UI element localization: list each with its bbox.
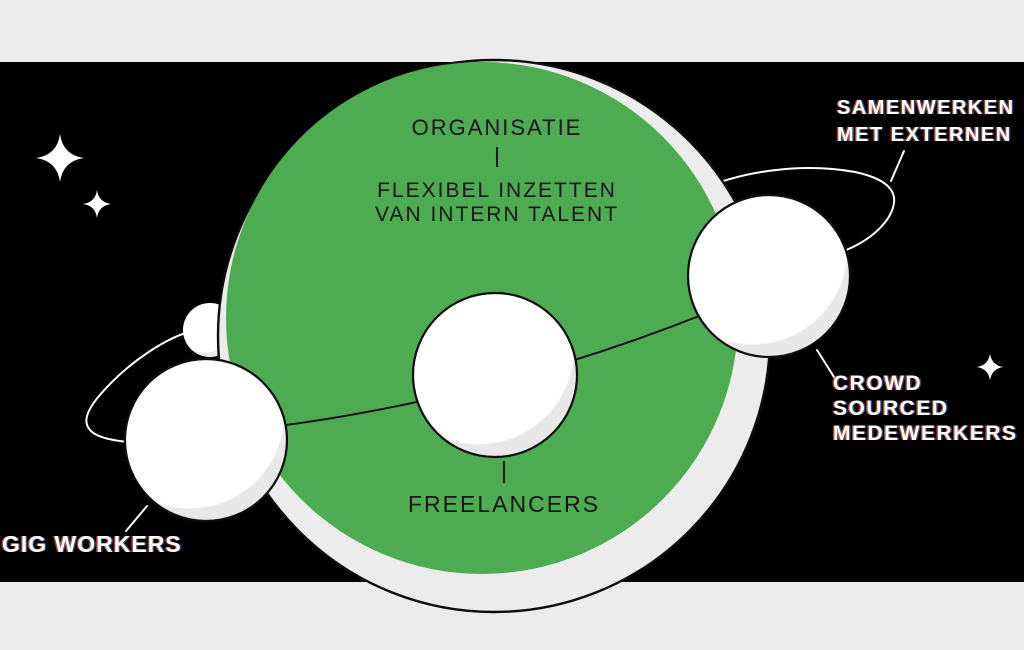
crowd-leader-line: [816, 349, 835, 378]
top-band: [0, 0, 1024, 62]
sparkle-icon: [976, 353, 1004, 381]
left-moon: [123, 357, 289, 523]
samenwerken-label-line2: MET EXTERNEN: [837, 124, 1012, 146]
left-orbit-ring: [85, 329, 197, 443]
right-orbit-ring: [697, 167, 896, 254]
freelancers-divider-tick: [502, 461, 505, 483]
samenwerken-label: SAMENWERKEN MET EXTERNEN: [837, 95, 1015, 149]
gig-workers-label: GIG WORKERS: [2, 531, 182, 557]
crowd-label-line3: MEDEWERKERS: [833, 422, 1018, 445]
gig-leader-line: [125, 505, 148, 532]
sparkle-icon: [83, 190, 111, 218]
planet-title: ORGANISATIE: [411, 115, 583, 140]
crowd-label-line2: SOURCED: [833, 397, 949, 420]
planet-subtitle-line2: VAN INTERN TALENT: [374, 203, 620, 226]
sparkle-icon: [36, 134, 84, 182]
freelancers-label: FREELANCERS: [408, 491, 600, 517]
crowd-sourced-label: CROWD SOURCED MEDEWERKERS: [833, 371, 1018, 446]
title-divider-tick: [496, 147, 498, 167]
freelancers-label-block: FREELANCERS: [408, 461, 600, 516]
right-moon: [686, 193, 852, 359]
planet-subtitle-line1: FLEXIBEL INZETTEN: [377, 179, 617, 202]
planet-title-block: ORGANISATIE FLEXIBEL INZETTEN VAN INTERN…: [375, 117, 619, 227]
center-moon: [411, 291, 579, 459]
crowd-label-line1: CROWD: [833, 372, 923, 395]
samenwerken-label-line1: SAMENWERKEN: [837, 97, 1015, 119]
samenwerken-leader-line: [890, 150, 905, 182]
